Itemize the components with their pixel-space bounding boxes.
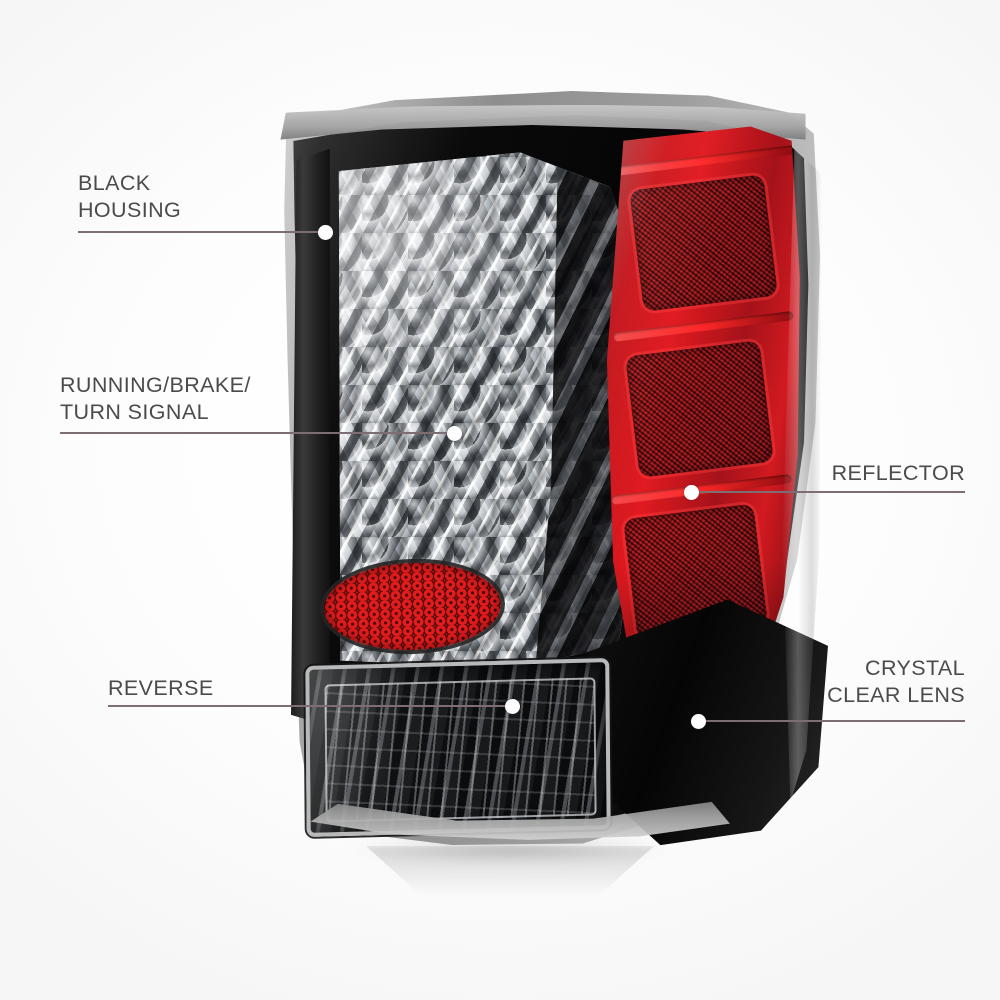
reflector-segment	[628, 174, 778, 312]
leader-dot-crystal-clear-lens[interactable]	[691, 714, 706, 729]
callout-label-reflector: REFLECTOR	[831, 461, 965, 485]
ground-reflection	[366, 846, 654, 898]
reflector-segment	[624, 340, 774, 478]
leader-line-reflector	[692, 491, 965, 493]
left-bezel-strip	[291, 148, 330, 727]
leader-dot-running-brake-turn-signal[interactable]	[447, 426, 462, 441]
callout-label-reverse: REVERSE	[108, 676, 214, 700]
reflector-rib	[615, 144, 796, 176]
callout-label-running-brake-turn-signal: RUNNING/BRAKE/ TURN SIGNAL	[60, 373, 251, 424]
leader-line-reverse	[108, 705, 513, 707]
callout-label-crystal-clear-lens: CRYSTAL CLEAR LENS	[827, 656, 965, 707]
reverse-lamp-inner	[324, 676, 597, 822]
leader-line-crystal-clear-lens	[700, 720, 965, 722]
leader-line-black-housing	[78, 231, 326, 233]
leader-line-running-brake-turn-signal	[60, 432, 455, 434]
reflector-rib	[613, 310, 794, 342]
leader-dot-reflector[interactable]	[684, 485, 699, 500]
leader-dot-reverse[interactable]	[505, 699, 520, 714]
callout-label-black-housing: BLACK HOUSING	[78, 171, 182, 222]
leader-dot-black-housing[interactable]	[318, 225, 333, 240]
